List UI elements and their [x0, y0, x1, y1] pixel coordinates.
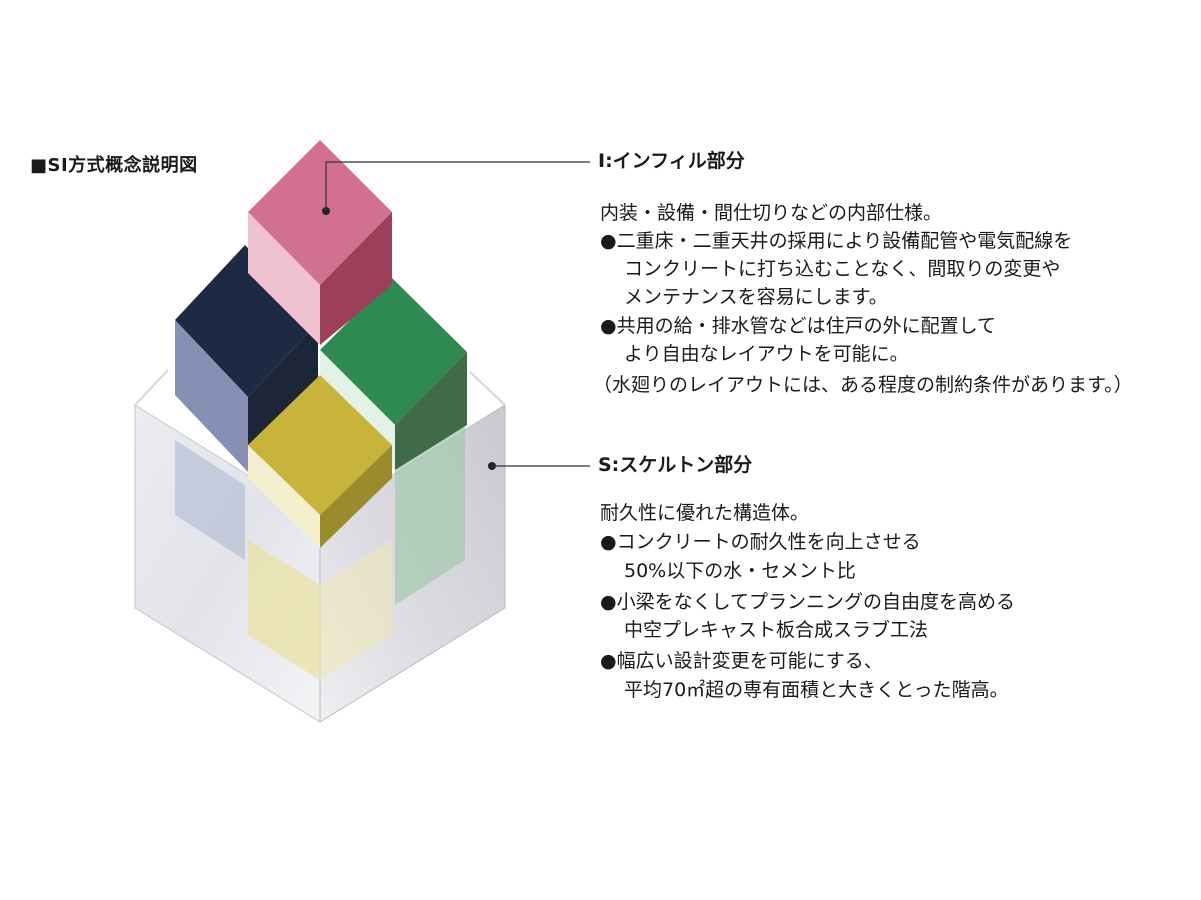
navy-cube-left	[175, 320, 248, 472]
infill-title: I:インフィル部分	[598, 150, 745, 172]
skeleton-line-4: ●小梁をなくしてプランニングの自由度を高める	[600, 591, 1016, 613]
skeleton-line-3: 50%以下の水・セメント比	[624, 560, 856, 582]
skeleton-cube-top-edge	[134, 369, 169, 406]
navy-cube-top	[175, 245, 318, 397]
skeleton-cube-top-edge-right	[469, 371, 506, 406]
green-cube-right	[395, 352, 467, 470]
yellow-cube-left	[248, 445, 320, 548]
skeleton-line-6: ●幅広い設計変更を可能にする、	[600, 650, 883, 672]
infill-line-2: ●二重床・二重天井の採用により設備配管や電気配線を	[600, 230, 1073, 252]
skeleton-line-2: ●コンクリートの耐久性を向上させる	[600, 531, 921, 553]
infill-line-5: ●共用の給・排水管などは住戸の外に配置して	[600, 315, 997, 337]
figure-title: ■SI方式概念説明図	[30, 155, 198, 176]
infill-leader-line	[325, 161, 590, 211]
infill-line-4: メンテナンスを容易にします。	[624, 286, 888, 308]
infill-line-1: 内装・設備・間仕切りなどの内部仕様。	[600, 202, 943, 224]
infill-line-7: （水廻りのレイアウトには、ある程度の制約条件があります。）	[593, 374, 1133, 396]
reflection-yellow	[248, 540, 320, 680]
skeleton-line-5: 中空プレキャスト板合成スラブ工法	[624, 619, 929, 641]
pink-cube-right	[320, 212, 392, 345]
pink-cube-top	[248, 140, 392, 285]
reflection-navy	[175, 440, 245, 560]
skeleton-line-1: 耐久性に優れた構造体。	[600, 502, 810, 524]
reflection-green	[395, 425, 465, 605]
green-cube-top	[320, 278, 467, 425]
infill-line-6: より自由なレイアウトを可能に。	[624, 343, 909, 365]
skeleton-line-7: 平均70㎡超の専有面積と大きくとった階高。	[624, 679, 1009, 701]
reflection-yellow-right	[320, 540, 392, 680]
skeleton-title: S:スケルトン部分	[598, 454, 753, 476]
infill-line-3: コンクリートに打ち込むことなく、間取りの変更や	[624, 258, 1061, 280]
pink-cube-left	[248, 212, 320, 345]
yellow-cube-right	[320, 445, 392, 548]
